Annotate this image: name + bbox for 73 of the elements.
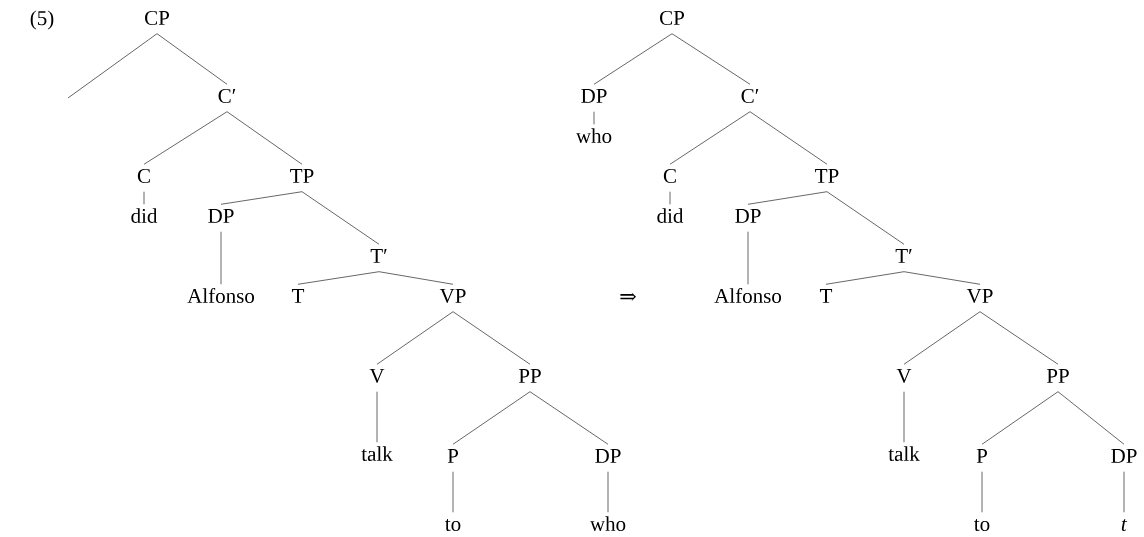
branch-line	[297, 271, 380, 285]
branch-line	[143, 191, 145, 205]
tree-label: Alfonso	[187, 288, 255, 303]
tree-label: P	[447, 449, 458, 463]
tree-label: VP	[966, 289, 993, 304]
branch-line	[301, 191, 380, 245]
branch-line	[747, 231, 749, 285]
tree-label: TP	[290, 169, 314, 183]
tree-label: PP	[518, 369, 541, 383]
branch-line	[220, 191, 303, 205]
tree-label: CP	[145, 10, 169, 25]
branch-line	[1057, 391, 1125, 445]
branch-line	[376, 311, 454, 365]
tree-label: V	[896, 369, 912, 384]
tree-label: T′	[895, 249, 912, 263]
example-number: (5)	[30, 10, 54, 30]
branch-line	[669, 191, 671, 205]
tree-label: did	[657, 208, 684, 223]
derivation-arrow: ⇒	[620, 292, 636, 301]
tree-label: who	[589, 516, 626, 531]
branch-line	[452, 391, 531, 445]
tree-label: talk	[888, 446, 920, 461]
branch-line	[593, 111, 595, 125]
tree-label: did	[131, 208, 158, 223]
tree-label: t	[1121, 518, 1128, 531]
tree-label: V	[369, 369, 385, 384]
branch-line	[826, 191, 905, 245]
branch-line	[156, 33, 228, 85]
tree-label: DP	[581, 89, 607, 103]
tree-label: to	[445, 518, 461, 531]
tree-label: C	[663, 168, 676, 183]
branch-line	[452, 311, 531, 365]
branch-line	[220, 231, 222, 285]
branch-line	[593, 33, 673, 85]
branch-line	[376, 391, 378, 443]
tree-label: VP	[439, 289, 466, 304]
tree-label: DP	[735, 209, 761, 223]
tree-label: DP	[595, 449, 621, 463]
tree-label: who	[575, 128, 612, 143]
branch-line	[981, 391, 1059, 445]
branch-line	[607, 471, 609, 513]
tree-label: to	[974, 518, 990, 531]
branch-line	[143, 111, 228, 165]
tree-label: C′	[218, 88, 236, 103]
tree-label: PP	[1046, 369, 1069, 383]
branch-line	[979, 311, 1059, 365]
branch-line	[67, 33, 158, 99]
tree-label: talk	[361, 446, 393, 461]
tree-label: DP	[1111, 449, 1137, 463]
branch-line	[747, 191, 828, 205]
branch-line	[378, 271, 454, 285]
tree-label: DP	[208, 209, 234, 223]
tree-label: TP	[815, 169, 839, 183]
tree-label: CP	[660, 10, 684, 25]
branch-line	[903, 271, 981, 285]
tree-label: T	[291, 289, 305, 303]
branch-line	[452, 471, 454, 513]
tree-label: T	[819, 289, 833, 303]
tree-label: T′	[370, 249, 387, 263]
tree-label: C′	[741, 88, 759, 103]
branch-line	[671, 33, 751, 85]
branch-line	[825, 271, 905, 285]
tree-label: C	[137, 168, 150, 183]
branch-line	[749, 111, 828, 165]
branch-line	[529, 391, 609, 445]
branch-line	[226, 111, 303, 165]
branch-line	[903, 391, 905, 443]
branch-line	[903, 311, 981, 365]
branch-line	[1123, 471, 1125, 513]
branch-line	[669, 111, 751, 165]
tree-label: Alfonso	[714, 288, 782, 303]
branch-line	[981, 471, 983, 513]
tree-label: P	[976, 449, 987, 463]
